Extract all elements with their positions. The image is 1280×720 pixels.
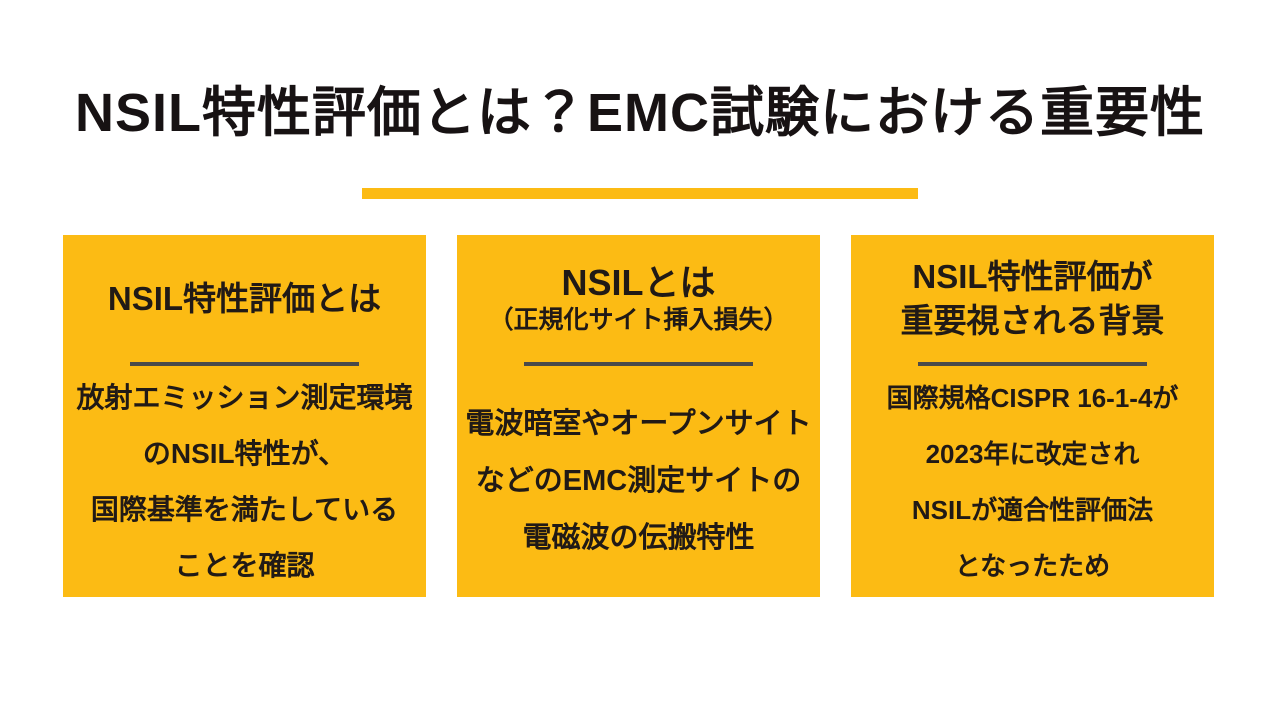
card-heading: NSIL特性評価とは <box>107 279 382 317</box>
card-subtitle: （正規化サイト挿入損失） <box>488 305 789 334</box>
card-heading: NSIL特性評価が <box>912 257 1153 295</box>
card-heading: 重要視される背景 <box>900 301 1165 339</box>
card-header: NSIL特性評価が 重要視される背景 <box>851 235 1214 362</box>
card-nsil-definition: NSILとは （正規化サイト挿入損失） 電波暗室やオープンサイト などのEMC測… <box>457 235 820 597</box>
card-header: NSIL特性評価とは <box>63 235 426 362</box>
card-body-line: 国際基準を満たしている <box>90 493 399 525</box>
card-body-line: となったため <box>954 550 1111 581</box>
title-underline-bar <box>362 188 918 199</box>
card-body-line: のNSIL特性が、 <box>142 437 347 469</box>
card-nsil-background: NSIL特性評価が 重要視される背景 国際規格CISPR 16-1-4が 202… <box>851 235 1214 597</box>
card-body: 電波暗室やオープンサイト などのEMC測定サイトの 電磁波の伝搬特性 <box>457 366 820 597</box>
card-nsil-evaluation: NSIL特性評価とは 放射エミッション測定環境 のNSIL特性が、 国際基準を満… <box>63 235 426 597</box>
card-heading: NSILとは <box>561 261 716 303</box>
card-body-line: 電波暗室やオープンサイト <box>465 408 812 440</box>
card-body: 国際規格CISPR 16-1-4が 2023年に改定され NSILが適合性評価法… <box>851 366 1214 597</box>
card-divider <box>130 362 359 366</box>
card-body-line: ことを確認 <box>174 549 315 581</box>
card-divider <box>524 362 753 366</box>
page-title: NSIL特性評価とは？EMC試験における重要性 <box>75 83 1205 143</box>
cards-row: NSIL特性評価とは 放射エミッション測定環境 のNSIL特性が、 国際基準を満… <box>63 235 1214 597</box>
card-body-line: 国際規格CISPR 16-1-4が <box>886 382 1179 413</box>
card-body-line: NSILが適合性評価法 <box>911 494 1154 525</box>
card-body-line: 電磁波の伝搬特性 <box>522 522 755 554</box>
card-header: NSILとは （正規化サイト挿入損失） <box>457 235 820 362</box>
card-body-line: などのEMC測定サイトの <box>475 465 802 497</box>
card-body-line: 2023年に改定され <box>925 438 1140 469</box>
card-divider <box>918 362 1147 366</box>
card-body-line: 放射エミッション測定環境 <box>76 381 413 413</box>
card-body: 放射エミッション測定環境 のNSIL特性が、 国際基準を満たしている ことを確認 <box>63 366 426 597</box>
